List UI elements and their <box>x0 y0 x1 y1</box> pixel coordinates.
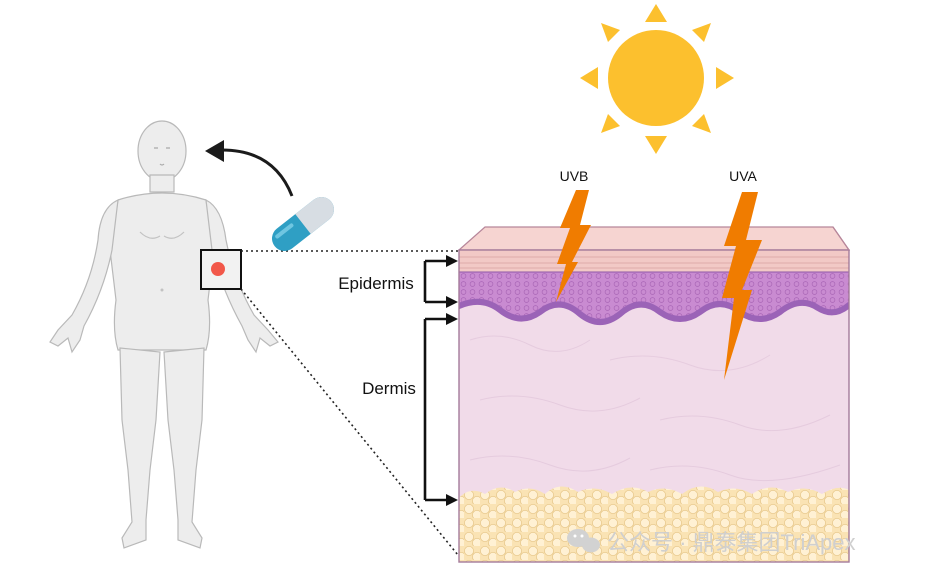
lightning-bolt-icon <box>722 192 762 380</box>
epidermis-bracket <box>423 255 458 308</box>
curved-arrow-icon <box>205 140 294 197</box>
zoom-lines <box>240 250 463 561</box>
skin-cross-section <box>457 226 851 563</box>
basal-layer <box>459 298 849 325</box>
dermis-label: Dermis <box>362 379 416 398</box>
uvb-label: UVB <box>560 168 589 184</box>
human-body-icon <box>49 120 279 549</box>
fat-layer <box>459 486 849 562</box>
wechat-icon <box>567 529 600 553</box>
skin-sample-marker <box>200 249 242 290</box>
capsule-icon <box>271 197 335 251</box>
sun-icon <box>580 4 734 154</box>
lightning-bolt-icon <box>556 190 591 302</box>
watermark-text: 公众号 · 鼎泰集团TriApex <box>607 530 856 555</box>
dermis-bracket <box>423 313 458 506</box>
uva-label: UVA <box>729 168 757 184</box>
watermark: 公众号 · 鼎泰集团TriApex <box>567 529 856 555</box>
epidermis-label: Epidermis <box>338 274 414 293</box>
